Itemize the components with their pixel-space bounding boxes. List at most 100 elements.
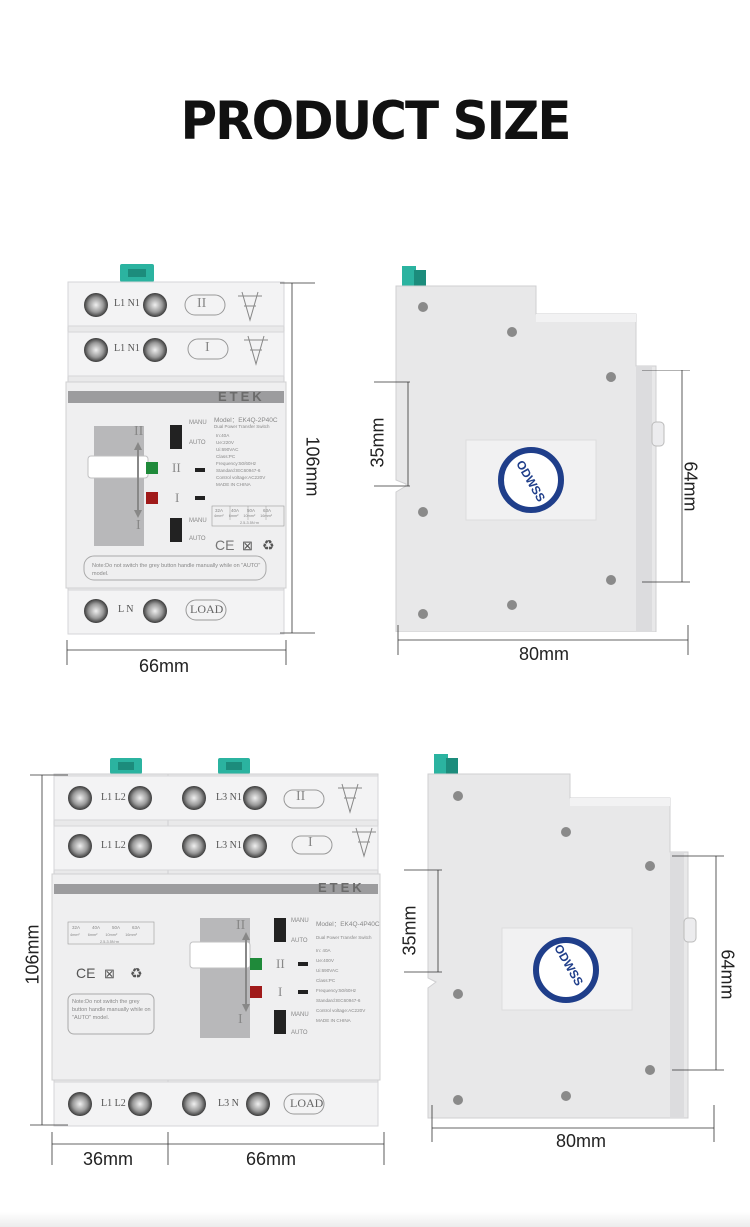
ce-mark-icon: CE: [215, 537, 234, 553]
bottom-front-width-left-label: 36mm: [83, 1149, 134, 1169]
weee-icon: ⊠: [104, 966, 115, 981]
bottom-side-view: [427, 754, 697, 1119]
power-tower-icon: [238, 291, 268, 366]
bottom-front-terminal-left-bottom: L1 L2: [101, 1098, 126, 1109]
top-front-subtitle: Dual Power Transfer Switch: [214, 424, 270, 429]
screw-icon: [84, 293, 167, 623]
bottom-front-auto-2: AUTO: [291, 1030, 308, 1036]
bottom-front-badge-ii: II: [296, 789, 306, 804]
top-front-auto-1: AUTO: [189, 440, 206, 446]
side-knob: [683, 917, 697, 943]
bottom-front-specs: In: 40A Ue:400V Ui:690VAC Class:PC Frequ…: [316, 946, 365, 1026]
top-side-depth-label: 80mm: [519, 644, 570, 664]
spec-line: Ue:220V: [216, 440, 234, 445]
bottom-front-terminal-left-1: L1 L2: [101, 792, 126, 803]
bottom-front-subtitle: Dual Power Transfer Switch: [316, 935, 372, 940]
bottom-side-dim-lines: [404, 855, 724, 1142]
top-side-height-label: 35mm: [367, 417, 388, 468]
weee-icon: ⊠: [242, 538, 253, 553]
bottom-front-manu-1: MANU: [291, 918, 309, 924]
top-front-terminal-2: L1 N1: [114, 343, 140, 354]
red-indicator: [250, 986, 262, 998]
top-front-terminal-bottom: L N: [118, 604, 134, 615]
bottom-side-depth-label: 80mm: [556, 1131, 607, 1151]
top-front-torque: 2.5-3.5N·m: [240, 521, 259, 525]
bottom-shadow-band: [0, 1212, 750, 1227]
spec-line: Control voltage:AC220V: [316, 1008, 366, 1013]
bottom-front-badge-i: I: [308, 835, 313, 850]
bottom-side-height-label: 35mm: [399, 905, 420, 956]
side-knob: [651, 421, 665, 447]
top-front-badge-ii: II: [197, 296, 207, 311]
spec-line: In: 40A: [316, 948, 331, 953]
spec-line: Frequency:50/60Hz: [316, 988, 357, 993]
top-front-height-label: 106mm: [302, 436, 323, 497]
spec-line: Class:PC: [216, 454, 236, 459]
top-front-manu-2: MANU: [189, 518, 207, 524]
rivet-icon: [418, 302, 616, 619]
bottom-front-torque: 2.5-3.5N·m: [100, 940, 119, 944]
recycle-icon: ♻: [130, 965, 143, 981]
top-front-dim-lines: [66, 282, 315, 665]
bottom-front-dim-lines: [30, 774, 385, 1165]
bottom-front-model: Model：EK4Q-4P40C: [316, 921, 380, 928]
bottom-front-note: Note:Do not switch the grey button handl…: [72, 999, 151, 1021]
rivet-icon: [453, 791, 655, 1105]
power-tower-icon: [338, 783, 376, 858]
bottom-front-terminal-left-2: L1 L2: [101, 840, 126, 851]
top-side-view: [395, 266, 665, 632]
bottom-front-manu-2: MANU: [291, 1012, 309, 1018]
top-front-model: Model：EK4Q-2P40C: [214, 417, 278, 424]
top-side-rail-label: 64mm: [680, 461, 701, 512]
top-front-badge-load: LOAD: [190, 602, 224, 616]
spec-line: In:40A: [216, 433, 230, 438]
top-front-badge-i: I: [205, 340, 210, 355]
spec-line: MADE IN CHINA: [316, 1018, 351, 1023]
logo-seal-icon: [498, 447, 564, 513]
top-front-brand: ETEK: [218, 389, 265, 404]
top-front-specs: In:40A Ue:220V Ui:690VAC Class:PC Freque…: [216, 432, 265, 488]
red-indicator: [146, 492, 158, 504]
transfer-handle: [189, 941, 251, 969]
din-clip-icon: [402, 266, 416, 286]
din-clip-icon: [434, 754, 448, 774]
spec-line: Frequency:50/60Hz: [216, 461, 257, 466]
bottom-front-terminal-right-2: L3 N1: [216, 840, 242, 851]
page-title: PRODUCT SIZE: [180, 90, 572, 152]
bottom-front-auto-1: AUTO: [291, 938, 308, 944]
top-front-width-label: 66mm: [139, 656, 190, 676]
top-front-terminal-1: L1 N1: [114, 298, 140, 309]
bottom-front-ii-lamp: II: [276, 956, 285, 971]
bottom-front-i-lamp: I: [278, 984, 283, 999]
spec-line: MADE IN CHINA: [216, 482, 251, 487]
bottom-front-view: CE ⊠ ♻: [51, 758, 381, 1127]
spec-line: Control voltage:AC220V: [216, 475, 266, 480]
spec-line: Standard:IEC60947-6: [316, 998, 361, 1003]
spec-line: Class:PC: [316, 978, 336, 983]
logo-seal-icon: [533, 937, 599, 1003]
bottom-front-terminal-right-1: L3 N1: [216, 792, 242, 803]
bottom-front-badge-load: LOAD: [290, 1096, 324, 1110]
spec-line: Ue:400V: [316, 958, 334, 963]
green-indicator: [250, 958, 262, 970]
top-front-manu-1: MANU: [189, 420, 207, 426]
spec-line: Ui:690VAC: [216, 447, 239, 452]
bottom-front-width-right-label: 66mm: [246, 1149, 297, 1169]
ce-mark-icon: CE: [76, 965, 95, 981]
top-front-i-lamp: I: [175, 490, 180, 505]
bottom-front-ii: II: [236, 918, 246, 933]
bottom-front-i: I: [238, 1012, 243, 1027]
top-front-view: CE ⊠ ♻: [65, 264, 287, 635]
bottom-front-brand: ETEK: [318, 880, 365, 895]
top-front-auto-2: AUTO: [189, 536, 206, 542]
spec-line: Standard:IEC60947-6: [216, 468, 261, 473]
recycle-icon: ♻: [262, 537, 275, 553]
top-front-i: I: [136, 518, 141, 533]
spec-line: Ui:690VAC: [316, 968, 339, 973]
green-indicator: [146, 462, 158, 474]
top-front-note: Note:Do not switch the grey button handl…: [92, 563, 261, 577]
